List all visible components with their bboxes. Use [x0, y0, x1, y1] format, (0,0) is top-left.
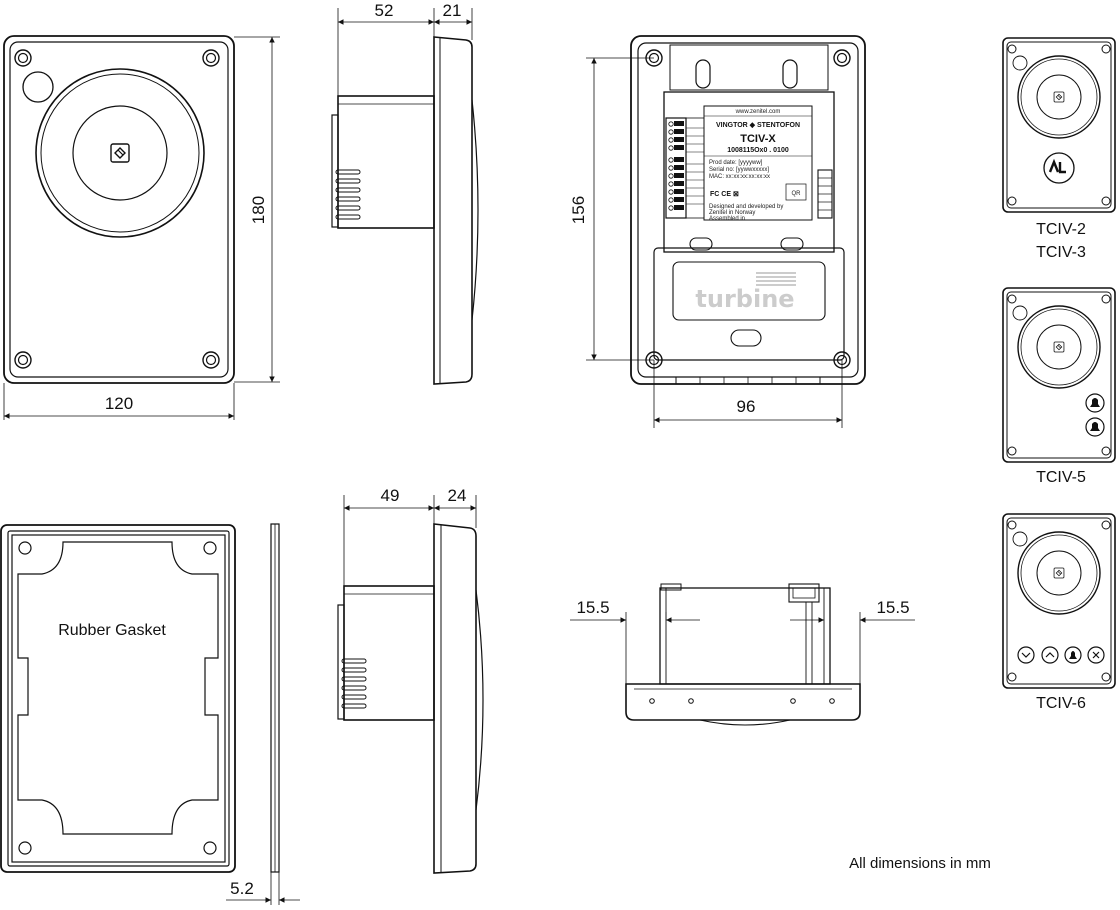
- plate-designed-3: Assembled in: [709, 216, 745, 222]
- front-dimension-lines: [3, 36, 280, 420]
- plate-serial: Serial no: [yywwxxxxx]: [709, 167, 769, 173]
- dim-side-flange-bottom: 24: [448, 486, 467, 505]
- side-view-bottom: [337, 523, 484, 874]
- dim-front-width: 120: [105, 394, 133, 413]
- gasket-label: Rubber Gasket: [58, 622, 166, 639]
- back-logo: turbine: [695, 285, 794, 313]
- units-note: All dimensions in mm: [849, 855, 991, 872]
- variant-1-line1: TCIV-2: [1036, 221, 1086, 238]
- gasket-view: [0, 524, 236, 873]
- variant-tciv-6: [1002, 513, 1116, 689]
- variant-1-line2: TCIV-3: [1036, 244, 1086, 261]
- side-view-top: [331, 36, 479, 385]
- bottom-view: [625, 583, 861, 726]
- variant-tciv-2-3: [1002, 37, 1116, 213]
- dim-bottom-offset-left: 15.5: [576, 598, 609, 617]
- bottom-dimension-lines: [570, 612, 915, 684]
- plate-qr: QR: [792, 191, 802, 197]
- plate-designed-1: Designed and developed by: [709, 204, 783, 210]
- variant-tciv-5: [1002, 287, 1116, 463]
- variant-2-line1: TCIV-5: [1036, 469, 1086, 486]
- dim-bottom-offset-right: 15.5: [876, 598, 909, 617]
- plate-mac: MAC: xx:xx:xx:xx:xx:xx: [709, 174, 770, 180]
- label-plate-text: www.zenitel.com VINGTOR ◆ STENTOFON TCIV…: [709, 109, 801, 222]
- dim-gasket-thickness: 5.2: [230, 879, 254, 898]
- plate-designed-2: Zenitel in Norway: [709, 210, 755, 216]
- plate-part-number: 1008115Ox0 . 0100: [727, 147, 789, 154]
- plate-prod-date: Prod date: [yyyyww]: [709, 160, 763, 166]
- plate-website: www.zenitel.com: [735, 109, 781, 115]
- back-view: [630, 35, 866, 385]
- dim-back-vertical: 156: [569, 196, 588, 224]
- front-view: [3, 35, 235, 384]
- side-top-dimension-lines: [337, 8, 473, 96]
- side-bottom-dimension-lines: [343, 495, 477, 586]
- dim-side-flange-top: 21: [443, 1, 462, 20]
- plate-marks: FC CE ⊠: [710, 191, 739, 198]
- dim-back-horizontal: 96: [737, 397, 756, 416]
- gasket-side-view: [226, 523, 300, 905]
- dim-side-depth-top: 52: [375, 1, 394, 20]
- dim-front-height: 180: [249, 196, 268, 224]
- variant-3-line1: TCIV-6: [1036, 695, 1086, 712]
- dim-side-depth-bottom: 49: [381, 486, 400, 505]
- back-dimension-lines: [586, 57, 843, 428]
- plate-brand: VINGTOR ◆ STENTOFON: [716, 122, 800, 129]
- plate-model: TCIV-X: [740, 133, 776, 145]
